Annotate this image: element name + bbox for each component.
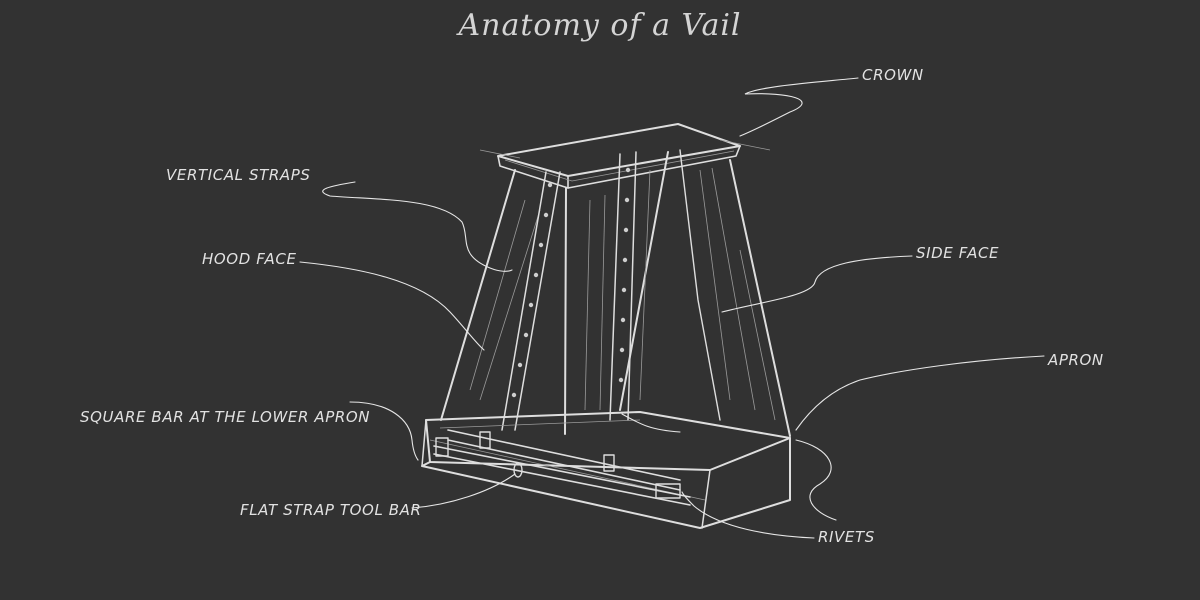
label-square-bar: SQUARE BAR AT THE LOWER APRON bbox=[80, 408, 371, 426]
flat-strap-leader bbox=[411, 473, 516, 509]
vertical-strap-center bbox=[609, 151, 637, 421]
label-vertical-straps: VERTICAL STRAPS bbox=[166, 166, 311, 184]
rivets-leader bbox=[621, 413, 837, 539]
label-hood-face: HOOD FACE bbox=[202, 250, 297, 268]
rivet-dots bbox=[511, 167, 631, 398]
vertical-strap-left bbox=[501, 171, 561, 431]
label-side-face: SIDE FACE bbox=[916, 244, 1000, 262]
hood-face-leader bbox=[299, 261, 485, 351]
label-crown: CROWN bbox=[862, 66, 924, 84]
square-bar-leader bbox=[349, 401, 419, 461]
vertical-straps-leader bbox=[322, 181, 513, 272]
side-face-leader bbox=[721, 255, 913, 313]
hood-body bbox=[440, 149, 791, 437]
diagram-title: Anatomy of a Vail bbox=[458, 8, 742, 43]
square-bar bbox=[433, 437, 691, 506]
label-apron: APRON bbox=[1048, 351, 1104, 369]
apron-leader bbox=[795, 355, 1045, 431]
flat-strap-tool-bar bbox=[447, 429, 681, 499]
crown-molding bbox=[479, 123, 771, 189]
label-flat-strap: FLAT STRAP TOOL BAR bbox=[240, 501, 422, 519]
crown-leader bbox=[739, 77, 859, 137]
lower-apron bbox=[421, 411, 791, 529]
label-rivets: RIVETS bbox=[818, 528, 875, 546]
